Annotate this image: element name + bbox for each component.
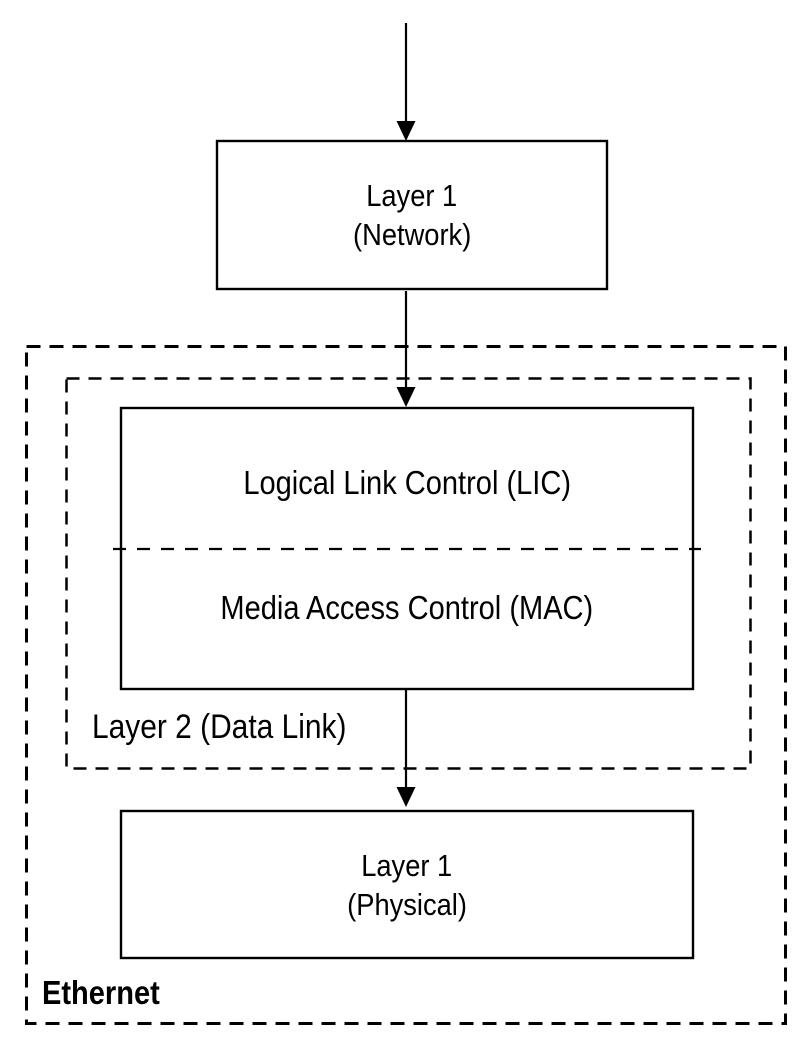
arrow-network-to-datalink bbox=[396, 291, 416, 407]
network-box bbox=[215, 139, 609, 291]
arrow-into-network bbox=[396, 23, 416, 141]
physical-box bbox=[119, 809, 695, 960]
arrow-datalink-to-physical bbox=[396, 690, 416, 807]
datalink-group-border bbox=[65, 377, 752, 770]
